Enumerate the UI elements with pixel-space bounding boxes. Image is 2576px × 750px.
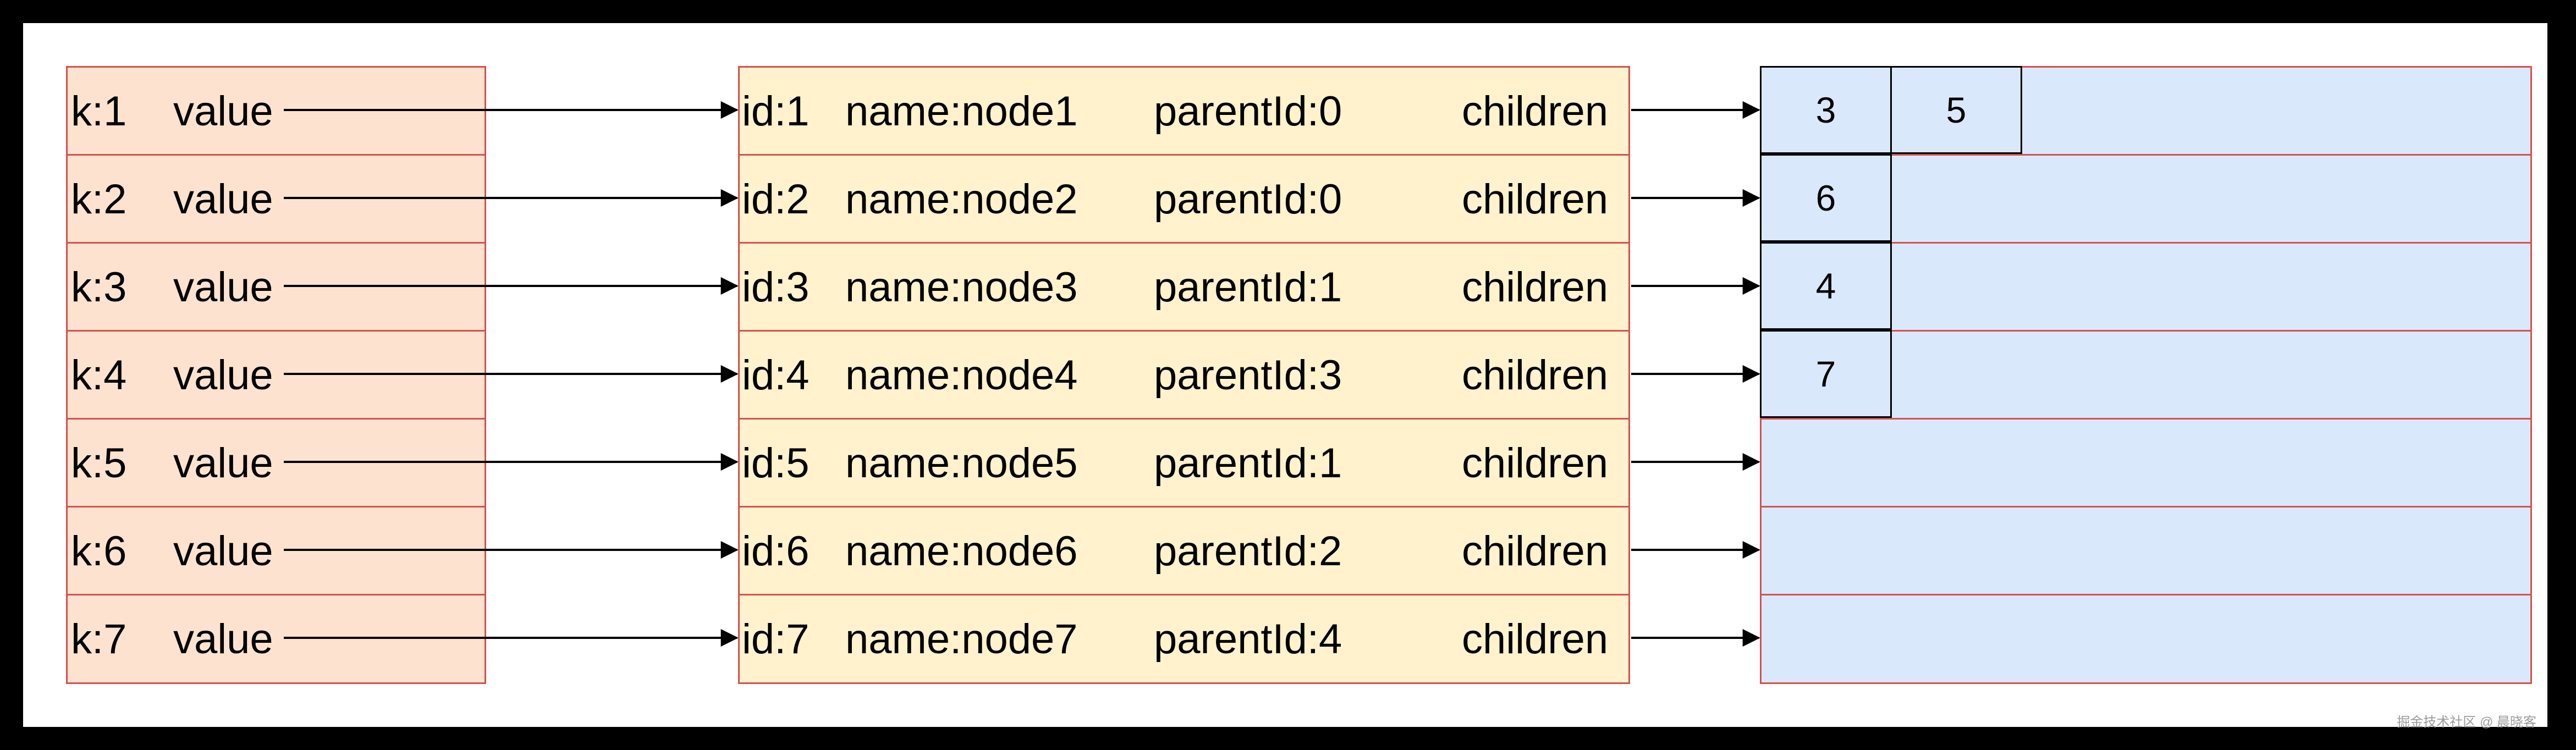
node-name: name:node3 [845,264,1078,311]
map-row: k:1 value [68,68,485,156]
node-row: id:5 name:node5 parentId:1 children [740,418,1628,506]
child-id-cell: 7 [1760,330,1892,418]
node-row: id:1 name:node1 parentId:0 children [740,68,1628,156]
map-value: value [173,352,273,399]
map-value: value [173,440,273,487]
map-value: value [173,176,273,223]
node-row: id:4 name:node4 parentId:3 children [740,330,1628,418]
node-table: id:1 name:node1 parentId:0 children id:2 name… [738,66,1630,684]
node-children: children [1462,88,1609,135]
node-parent-id: parentId:0 [1154,88,1342,135]
node-children: children [1462,616,1609,663]
map-key: k:3 [71,264,127,311]
node-children: children [1462,176,1609,223]
children-row [1762,506,2530,594]
map-key: k:6 [71,528,127,575]
map-key: k:1 [71,88,127,135]
map-row: k:6 value [68,506,485,594]
node-id: id:6 [742,528,810,575]
node-name: name:node6 [845,528,1078,575]
map-key: k:4 [71,352,127,399]
map-row: k:3 value [68,242,485,330]
map-row: k:7 value [68,594,485,682]
map-value: value [173,616,273,663]
map-value: value [173,88,273,135]
node-id: id:5 [742,440,810,487]
node-id: id:1 [742,88,810,135]
node-row: id:3 name:node3 parentId:1 children [740,242,1628,330]
child-id-cell: 6 [1760,154,1892,242]
map-row: k:4 value [68,330,485,418]
node-id: id:7 [742,616,810,663]
node-name: name:node4 [845,352,1078,399]
node-parent-id: parentId:3 [1154,352,1342,399]
node-row: id:6 name:node6 parentId:2 children [740,506,1628,594]
map-key: k:7 [71,616,127,663]
node-name: name:node1 [845,88,1078,135]
child-id-cell: 4 [1760,242,1892,330]
children-row [1762,594,2530,682]
children-row: 4 [1760,242,2530,330]
watermark: 掘金技术社区 @ 晨晓客 [2397,715,2536,730]
node-id: id:3 [742,264,810,311]
node-parent-id: parentId:0 [1154,176,1342,223]
node-id: id:2 [742,176,810,223]
node-parent-id: parentId:1 [1154,440,1342,487]
node-children: children [1462,264,1609,311]
node-children: children [1462,440,1609,487]
node-children: children [1462,352,1609,399]
map-key: k:2 [71,176,127,223]
node-row: id:7 name:node7 parentId:4 children [740,594,1628,682]
children-row [1762,418,2530,506]
children-row: 7 [1760,330,2530,418]
map-row: k:5 value [68,418,485,506]
node-parent-id: parentId:2 [1154,528,1342,575]
node-children: children [1462,528,1609,575]
children-row: 6 [1760,154,2530,242]
node-name: name:node7 [845,616,1078,663]
node-parent-id: parentId:1 [1154,264,1342,311]
node-parent-id: parentId:4 [1154,616,1342,663]
node-name: name:node2 [845,176,1078,223]
node-id: id:4 [742,352,810,399]
child-id-cell: 5 [1890,66,2022,154]
node-row: id:2 name:node2 parentId:0 children [740,154,1628,242]
node-name: name:node5 [845,440,1078,487]
map-row: k:2 value [68,154,485,242]
map-value: value [173,264,273,311]
map-value: value [173,528,273,575]
map-key: k:5 [71,440,127,487]
